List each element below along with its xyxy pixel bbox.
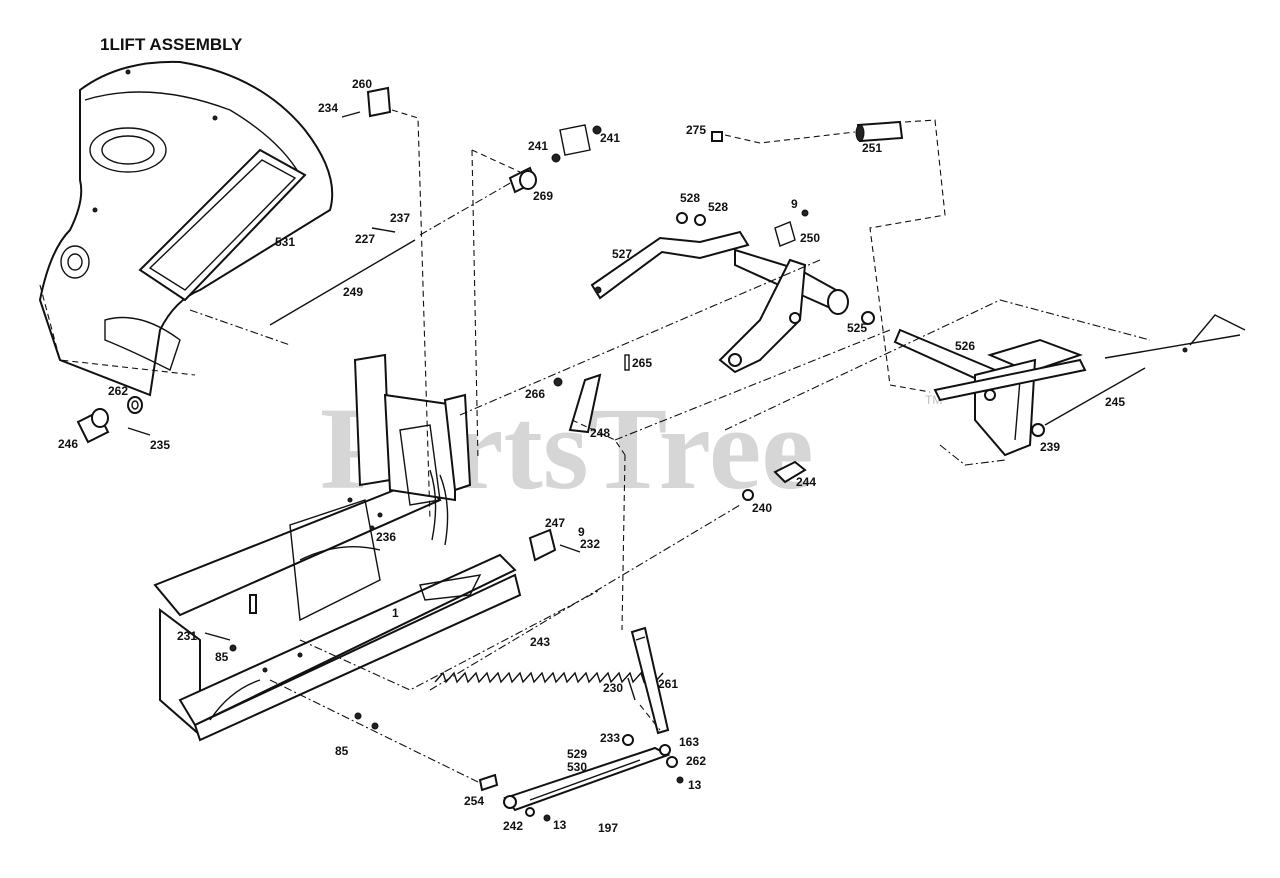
callout-254: 254 (464, 794, 484, 808)
frame-part-1 (153, 478, 522, 742)
callout-260: 260 (352, 77, 372, 91)
link-part-529 (478, 734, 684, 822)
callout-526: 526 (955, 339, 975, 353)
callout-248: 248 (590, 426, 610, 440)
callout-9: 9 (791, 197, 798, 211)
callout-266: 266 (525, 387, 545, 401)
lever-part-261 (627, 626, 670, 735)
knob-part-246 (76, 396, 151, 444)
callout-235: 235 (150, 438, 170, 452)
callout-527: 527 (612, 247, 632, 261)
spring-part-243 (434, 671, 664, 684)
callout-269: 269 (533, 189, 553, 203)
callout-528: 528 (680, 191, 700, 205)
callout-261: 261 (658, 677, 678, 691)
callout-249: 249 (343, 285, 363, 299)
callout-234: 234 (318, 101, 338, 115)
callout-231: 231 (177, 629, 197, 643)
lift-bracket-part-526 (893, 328, 1087, 457)
lift-arm-part-527 (590, 209, 875, 374)
callout-241: 241 (528, 139, 548, 153)
link-part-244 (742, 460, 807, 501)
callout-236: 236 (376, 530, 396, 544)
lever-part-248 (553, 354, 630, 434)
callout-85: 85 (215, 650, 229, 664)
callout-246: 246 (58, 437, 78, 451)
callout-13: 13 (553, 818, 567, 832)
callout-245: 245 (1105, 395, 1125, 409)
callout-530: 530 (567, 760, 587, 774)
callout-262: 262 (108, 384, 128, 398)
callout-275: 275 (686, 123, 706, 137)
callout-531: 531 (275, 235, 295, 249)
callout-85: 85 (335, 744, 349, 758)
callout-242: 242 (503, 819, 523, 833)
clip-part-241 (551, 124, 602, 163)
clip-part-260 (341, 86, 392, 118)
rod-part-245 (1031, 367, 1146, 437)
callout-13: 13 (688, 778, 702, 792)
callout-237: 237 (390, 211, 410, 225)
callout-227: 227 (355, 232, 375, 246)
bracket-part-247 (528, 528, 581, 562)
callout-233: 233 (600, 731, 620, 745)
callout-9: 9 (578, 525, 585, 539)
callout-239: 239 (1040, 440, 1060, 454)
fastener-parts (204, 525, 379, 730)
callout-1: 1 (392, 606, 399, 620)
pin-part-269 (508, 166, 537, 194)
tube-part-251 (855, 120, 904, 143)
callout-240: 240 (752, 501, 772, 515)
callout-247: 247 (545, 516, 565, 530)
callout-262: 262 (686, 754, 706, 768)
pin-part-275 (711, 131, 723, 142)
assembly-lines (189, 109, 1151, 783)
rod-part-249 (269, 227, 416, 326)
callout-230: 230 (603, 681, 623, 695)
callout-241: 241 (600, 131, 620, 145)
callout-243: 243 (530, 635, 550, 649)
callout-244: 244 (796, 475, 816, 489)
callout-525: 525 (847, 321, 867, 335)
rod-upper-right (1104, 314, 1246, 359)
callout-163: 163 (679, 735, 699, 749)
diagram-title: 1LIFT ASSEMBLY (100, 35, 243, 54)
callout-265: 265 (632, 356, 652, 370)
callout-528: 528 (708, 200, 728, 214)
callout-251: 251 (862, 141, 882, 155)
callout-529: 529 (567, 747, 587, 761)
fender-part-531 (38, 60, 334, 397)
callout-labels: 260 234 241 241 269 275 251 528 528 9 25… (58, 77, 1125, 835)
callout-232: 232 (580, 537, 600, 551)
callout-250: 250 (800, 231, 820, 245)
callout-197: 197 (598, 821, 618, 835)
lift-bracket-tower (353, 353, 472, 546)
